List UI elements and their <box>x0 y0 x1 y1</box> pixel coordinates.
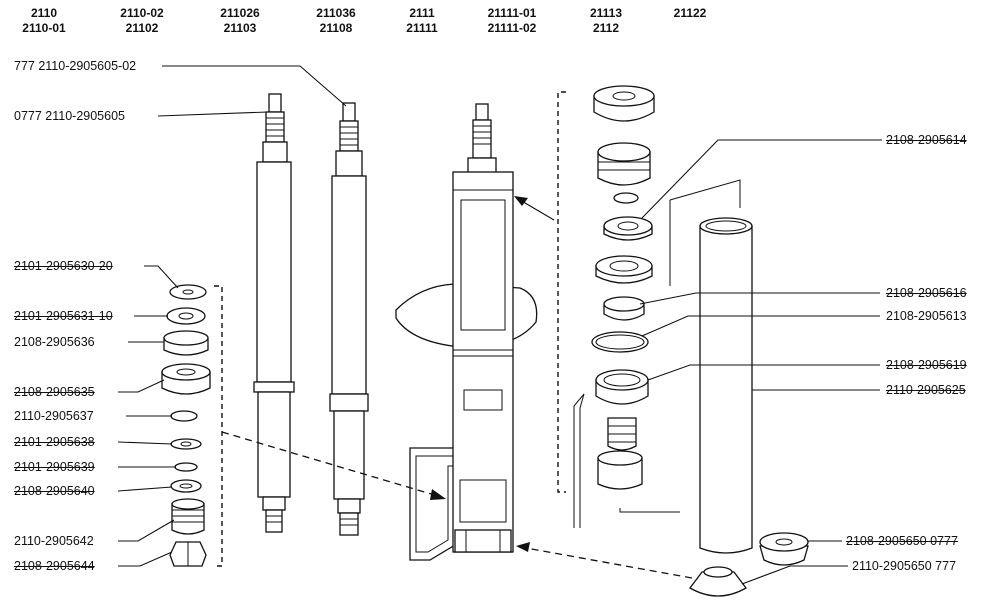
model-header-2-line2: 21102 <box>125 21 159 35</box>
label-left-10: 2108-2905644 <box>14 559 95 573</box>
label-right-01: 2108-2905614 <box>886 133 967 147</box>
leader-left-04 <box>118 379 165 393</box>
leader-right-02 <box>639 292 880 305</box>
model-header-6-line1: 21111-01 <box>487 6 537 20</box>
model-header-4: 211036 21108 <box>296 6 376 36</box>
label-left-03: 2108-2905636 <box>14 335 95 349</box>
leader-right-03 <box>641 315 880 337</box>
model-header-1-line2: 2110-01 <box>22 21 66 35</box>
model-header-6: 21111-01 21111-02 <box>472 6 552 36</box>
model-header-1-line1: 2110 <box>30 6 58 20</box>
label-right-07: 2110-2905650 777 <box>852 559 957 573</box>
tape-band-1 <box>573 393 585 528</box>
label-left-06: 2101-2905638 <box>14 435 95 449</box>
label-right-04: 2108-2905619 <box>886 358 967 372</box>
right-parts-stack <box>591 85 655 490</box>
label-right-02: 2108-2905616 <box>886 286 967 300</box>
assembly-arrow-cap-to-strut <box>525 547 693 579</box>
model-header-3-line2: 21103 <box>223 21 257 35</box>
assembly-arrow-top-to-strut <box>519 199 555 221</box>
label-left-09: 2110-2905642 <box>14 534 94 548</box>
piston-rod-2 <box>329 102 369 536</box>
leader-top-rod-1 <box>162 65 347 107</box>
label-top-rod-1: 777 2110-2905605-02 <box>14 59 137 73</box>
right-group-bracket <box>557 91 566 493</box>
model-header-8: 21122 <box>650 6 730 21</box>
leader-left-01 <box>144 265 179 289</box>
strut-body <box>395 103 538 561</box>
model-header-4-line1: 211036 <box>316 6 356 20</box>
assembly-arrowhead-3 <box>514 196 528 206</box>
protective-tube <box>619 179 753 554</box>
label-top-rod-2: 0777 2110-2905605 <box>14 109 125 123</box>
model-header-6-line2: 21111-02 <box>487 21 537 35</box>
leader-right-01 <box>641 139 882 219</box>
model-header-3: 211026 21103 <box>200 6 280 36</box>
leader-right-04 <box>647 364 880 381</box>
model-header-8-line1: 21122 <box>673 6 707 20</box>
left-parts-stack <box>161 284 211 567</box>
model-header-5-line1: 2111 <box>409 6 435 20</box>
bump-stop-caps <box>689 532 809 597</box>
label-right-06: 2108-2905650 0777 <box>846 534 958 548</box>
label-left-01: 2101-2905630-20 <box>14 259 113 273</box>
tape-band-2 <box>579 393 585 528</box>
model-header-1: 2110 2110-01 <box>4 6 84 36</box>
model-header-7: 21113 2112 <box>566 6 646 36</box>
label-right-05: 2110-2905625 <box>886 383 966 397</box>
model-header-2-line1: 2110-02 <box>120 6 164 20</box>
label-left-04: 2108-2905635 <box>14 385 95 399</box>
assembly-arrow-left-to-strut <box>221 431 439 497</box>
piston-rod-1 <box>253 93 295 533</box>
label-left-05: 2110-2905637 <box>14 409 94 423</box>
label-right-03: 2108-2905613 <box>886 309 967 323</box>
model-header-5-line2: 21111 <box>406 21 438 35</box>
leader-left-08 <box>117 486 173 492</box>
label-left-02: 2101-2905631-10 <box>14 309 113 323</box>
assembly-arrowhead-1 <box>430 489 446 500</box>
label-left-07: 2101-2905639 <box>14 460 95 474</box>
model-header-3-line1: 211026 <box>220 6 260 20</box>
model-header-7-line1: 21113 <box>589 6 623 20</box>
leader-left-10 <box>118 551 173 567</box>
assembly-arrowhead-2 <box>516 542 530 552</box>
model-header-4-line2: 21108 <box>319 21 353 35</box>
model-header-2: 2110-02 21102 <box>102 6 182 36</box>
left-group-bracket <box>214 285 223 567</box>
leader-top-rod-2 <box>157 111 269 117</box>
leader-left-09 <box>118 519 175 542</box>
leader-right-07 <box>741 565 848 585</box>
model-header-7-line2: 2112 <box>592 21 620 35</box>
label-left-08: 2108-2905640 <box>14 484 95 498</box>
model-header-5: 2111 21111 <box>382 6 462 36</box>
leader-left-06 <box>117 441 173 445</box>
